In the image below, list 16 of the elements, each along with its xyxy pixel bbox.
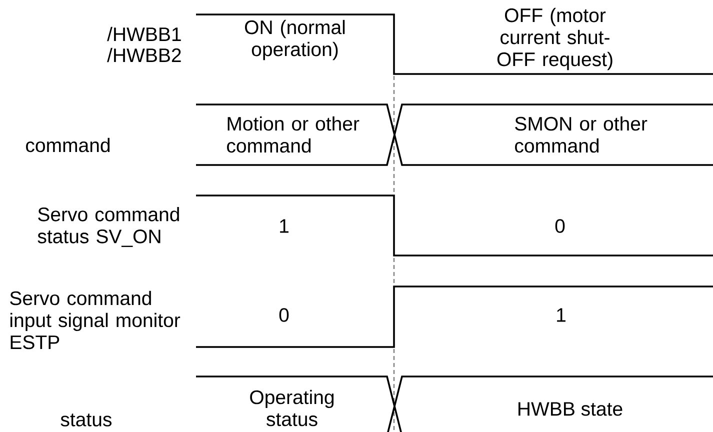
state-label: Operating status <box>250 390 334 426</box>
signal-name: /HWBB2 <box>107 48 181 62</box>
state-label: OFF (motor current shut-OFF request) <box>497 8 612 70</box>
level-value: 1 <box>280 219 288 233</box>
state-label: Motion or other command <box>227 116 360 153</box>
level-value: 0 <box>555 219 565 233</box>
signal-name: Servo command input signal monitor ESTP <box>10 290 180 350</box>
state-label: ON (normal operation) <box>245 20 345 60</box>
level-value: 0 <box>279 308 289 322</box>
signal-name: /HWBB1 <box>107 26 181 42</box>
signal-name: command <box>26 138 110 152</box>
signal-name: status <box>60 414 112 426</box>
signal-name: Servo command status SV_ON <box>38 207 179 247</box>
state-label: SMON or other command <box>515 116 648 153</box>
state-label: HWBB state <box>518 402 622 416</box>
level-value: 1 <box>557 308 566 322</box>
